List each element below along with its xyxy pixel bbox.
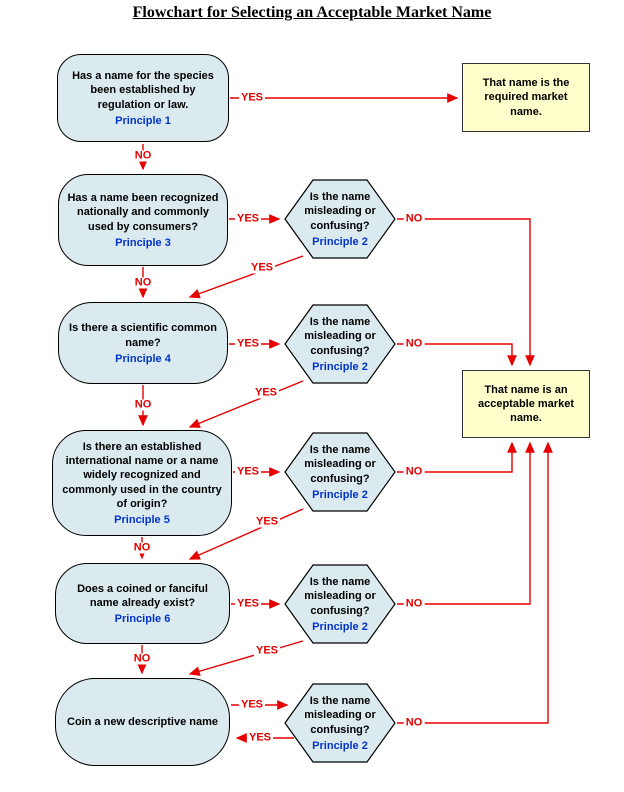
no-label: NO — [132, 149, 154, 162]
arrow-h2-no-r2 — [397, 343, 517, 367]
yes-label: YES — [238, 91, 266, 104]
page-title: Flowchart for Selecting an Acceptable Ma… — [132, 4, 492, 21]
yes-label: YES — [234, 337, 262, 350]
node-text: Is there an established international na… — [62, 440, 222, 510]
decision-principle-1: Has a name for the species been establis… — [57, 54, 229, 142]
no-label: NO — [403, 597, 425, 610]
yes-label: YES — [253, 644, 281, 657]
yes-label: YES — [248, 261, 276, 274]
no-label: NO — [403, 465, 425, 478]
yes-label: YES — [252, 386, 280, 399]
decision-principle-4: Is there a scientific common name? Princ… — [58, 302, 228, 384]
no-label: NO — [132, 398, 154, 411]
decision-principle-3: Has a name been recognized nationally an… — [58, 174, 228, 266]
principle-text: Principle 4 — [115, 352, 171, 365]
yes-label: YES — [234, 212, 262, 225]
no-label: NO — [403, 337, 425, 350]
node-text: Is there a scientific common name? — [69, 322, 217, 349]
yes-label: YES — [234, 597, 262, 610]
hexagon-shape — [284, 564, 396, 644]
node-text: Has a name been recognized nationally an… — [67, 192, 219, 233]
node-text: Coin a new descriptive name — [67, 715, 218, 728]
arrow-h4-no-r2 — [397, 441, 535, 605]
no-label: NO — [132, 276, 154, 289]
arrow-h4-yes-q6 — [188, 640, 304, 676]
node-text: Is the name misleading or confusing? — [304, 191, 376, 232]
principle-text: Principle 3 — [115, 236, 171, 249]
decision-misleading-1: Is the name misleading or confusing? Pri… — [284, 179, 396, 259]
terminal-required-name: That name is the required market name. — [462, 63, 590, 132]
node-text: That name is the required market name. — [482, 77, 570, 118]
node-text: Is the name misleading or confusing? — [304, 576, 376, 617]
hexagon-shape — [284, 179, 396, 259]
arrow-h1-no-r2 — [397, 218, 535, 367]
hexagon-shape — [284, 304, 396, 384]
decision-principle-6: Does a coined or fanciful name already e… — [55, 563, 230, 644]
decision-misleading-4: Is the name misleading or confusing? Pri… — [284, 564, 396, 644]
decision-misleading-3: Is the name misleading or confusing? Pri… — [284, 432, 396, 512]
principle-text: Principle 6 — [114, 613, 171, 626]
principle-text: Principle 2 — [312, 235, 368, 248]
arrow-h3-no-r2 — [397, 441, 517, 473]
yes-label: YES — [238, 698, 266, 711]
node-text: That name is an acceptable market name. — [477, 383, 574, 425]
hexagon-shape — [284, 683, 396, 763]
principle-text: Principle 2 — [312, 620, 368, 633]
decision-misleading-5: Is the name misleading or confusing? Pri… — [284, 683, 396, 763]
principle-text: Principle 2 — [312, 488, 368, 501]
decision-misleading-2: Is the name misleading or confusing? Pri… — [284, 304, 396, 384]
yes-label: YES — [246, 731, 274, 744]
yes-label: YES — [253, 515, 281, 528]
node-text: Does a coined or fanciful name already e… — [77, 582, 208, 609]
node-text: Is the name misleading or confusing? — [304, 316, 376, 357]
yes-label: YES — [234, 465, 262, 478]
node-text: Has a name for the species been establis… — [72, 70, 214, 111]
arrow-h3-yes-q5 — [188, 508, 304, 560]
arrow-h1-yes-q3 — [188, 255, 304, 299]
arrow-h5-no-r2 — [397, 441, 553, 724]
arrow-h2-yes-q4 — [188, 380, 304, 428]
no-label: NO — [403, 716, 425, 729]
no-label: NO — [403, 212, 425, 225]
no-label: NO — [131, 652, 153, 665]
node-text: Is the name misleading or confusing? — [304, 695, 376, 736]
decision-principle-5: Is there an established international na… — [52, 430, 232, 536]
principle-text: Principle 2 — [312, 739, 368, 752]
hexagon-shape — [284, 432, 396, 512]
principle-text: Principle 2 — [312, 360, 368, 373]
no-label: NO — [131, 541, 153, 554]
terminal-acceptable-name: That name is an acceptable market name. — [462, 370, 590, 438]
node-text: Is the name misleading or confusing? — [304, 444, 376, 485]
principle-text: Principle 1 — [115, 114, 171, 127]
principle-text: Principle 5 — [114, 514, 170, 527]
action-coin-new-name: Coin a new descriptive name — [55, 678, 230, 766]
